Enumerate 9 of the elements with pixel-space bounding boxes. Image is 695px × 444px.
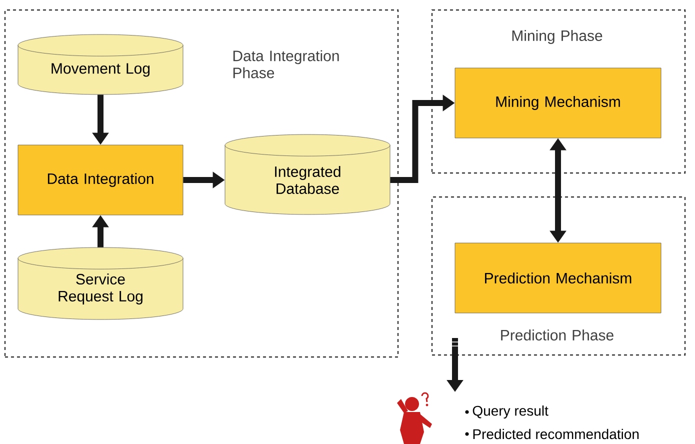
database-cylinder: Movement Log — [18, 34, 184, 95]
database-cylinder: Service Request Log — [18, 247, 184, 320]
bullet-item: Predicted recommendation — [465, 428, 639, 440]
person-drawing — [397, 392, 432, 444]
process-box: Data Integration — [18, 144, 184, 216]
bullet-item: Query result — [465, 405, 548, 419]
process-box: Prediction Mechanism — [454, 242, 662, 314]
database-cylinder: Integrated Database — [224, 134, 390, 215]
process-box: Mining Mechanism — [454, 68, 662, 138]
